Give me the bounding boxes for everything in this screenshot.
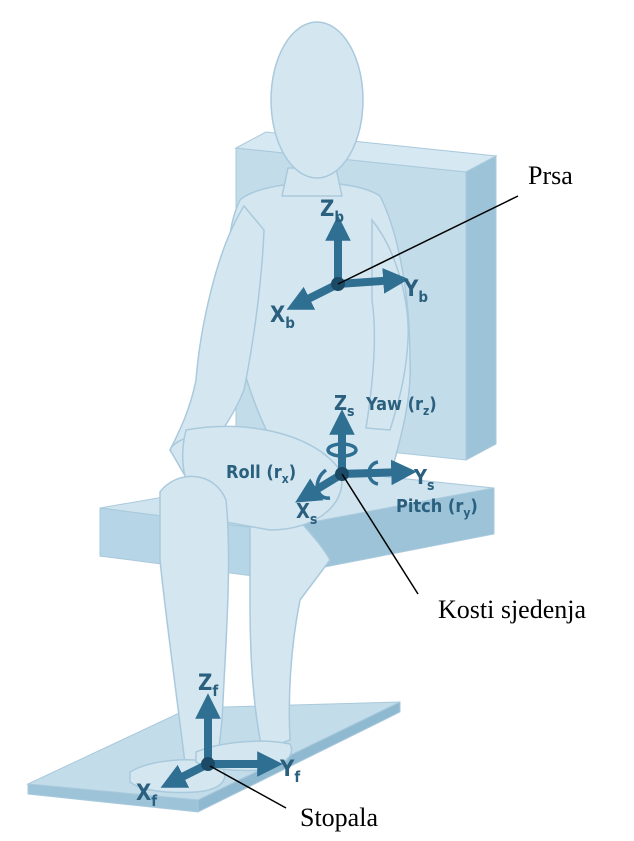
feet-callout: Stopala bbox=[300, 803, 378, 832]
seat-bones-callout: Kosti sjedenja bbox=[438, 595, 586, 624]
feet-origin bbox=[201, 757, 215, 771]
seat-y-arrow bbox=[342, 472, 404, 474]
chest-y-arrow bbox=[338, 280, 396, 284]
chest-callout: Prsa bbox=[528, 161, 573, 190]
